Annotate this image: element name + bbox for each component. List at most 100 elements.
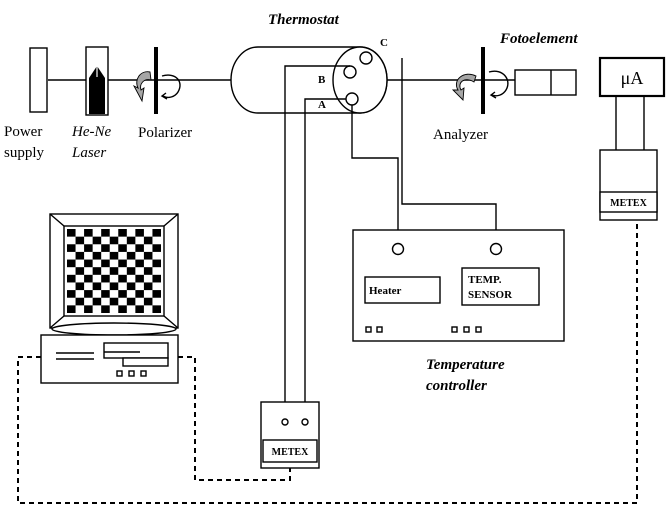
checker-square [126, 297, 136, 306]
checker-square [143, 236, 153, 245]
checker-square [109, 236, 119, 245]
temp-sensor-label-line1: TEMP. [468, 274, 502, 286]
wire-port-b [284, 65, 350, 422]
checker-square [118, 290, 127, 298]
thermostat-label: Thermostat [268, 12, 340, 28]
checker-square [75, 282, 85, 291]
checker-square [67, 274, 76, 283]
checker-square [67, 229, 76, 237]
checker-square [118, 244, 127, 252]
checker-square [75, 236, 85, 245]
checker-square [84, 305, 93, 313]
checker-square [67, 290, 76, 298]
analyzer-label: Analyzer [433, 127, 488, 143]
fotoelement-box [514, 69, 577, 96]
polarizer [132, 47, 181, 114]
temperature-controller-label-line1: Temperature [426, 357, 505, 373]
wire-port-a [304, 98, 346, 422]
checker-square [109, 251, 119, 260]
port-b-circle [343, 65, 357, 79]
checker-square [101, 274, 110, 283]
checker-square [135, 244, 144, 252]
checker-square [126, 282, 136, 291]
port-c-label: C [380, 37, 388, 49]
checker-square [152, 290, 161, 298]
power-supply-box [29, 47, 48, 113]
checker-square [126, 267, 136, 275]
checker-square [143, 267, 153, 275]
checker-square [143, 282, 153, 291]
checker-square [143, 251, 153, 260]
checker-square [84, 244, 93, 252]
microammeter-label: μA [621, 68, 644, 88]
checker-square [126, 251, 136, 260]
checker-square [101, 244, 110, 252]
port-a-label: A [318, 99, 326, 111]
polarizer-rotation-arrow-back [161, 74, 181, 99]
checker-square [152, 229, 161, 237]
checker-square [109, 267, 119, 275]
checker-square [92, 251, 102, 260]
laser-body [89, 66, 105, 114]
checker-square [92, 297, 102, 306]
checker-square [84, 259, 93, 268]
checker-square [84, 229, 93, 237]
port-a-circle [345, 92, 359, 106]
checker-square [118, 305, 127, 313]
monitor-checkerboard [67, 229, 161, 313]
heater-label: Heater [369, 285, 401, 297]
disk-drive [103, 342, 169, 359]
microammeter-box [598, 56, 666, 98]
analyzer [451, 47, 509, 114]
wire-temp-sensor [401, 58, 497, 244]
fotoelement-label: Fotoelement [499, 31, 578, 47]
metex-bottom [260, 401, 320, 469]
checker-square [118, 229, 127, 237]
checker-square [152, 274, 161, 283]
polarizer-rotation-arrow-front [132, 71, 152, 103]
temperature-controller [352, 229, 565, 342]
checker-square [152, 305, 161, 313]
temp-sensor-box [461, 267, 540, 306]
checker-square [152, 244, 161, 252]
metex-top-label-box [599, 191, 658, 213]
checker-square [135, 305, 144, 313]
polarizer-label: Polarizer [138, 125, 192, 141]
checker-square [118, 259, 127, 268]
checker-square [143, 297, 153, 306]
computer [40, 213, 179, 384]
thermostat [230, 46, 388, 114]
fotoelement [514, 69, 577, 96]
checker-square [92, 282, 102, 291]
checker-square [92, 236, 102, 245]
analyzer-rotation-arrow-front [451, 73, 477, 102]
checker-square [135, 259, 144, 268]
laser-label-line2: Laser [71, 145, 106, 161]
checker-square [118, 274, 127, 283]
checker-square [75, 251, 85, 260]
analyzer-rotation-arrow-back [488, 70, 509, 97]
checker-square [152, 259, 161, 268]
heater-box [364, 276, 441, 304]
temperature-controller-label-line2: controller [426, 378, 487, 394]
checker-square [101, 305, 110, 313]
laser-label-line1: He-Ne [71, 124, 111, 140]
sensor-terminal [489, 242, 503, 256]
checker-square [101, 229, 110, 237]
temp-sensor-label-line2: SENSOR [468, 289, 513, 301]
checker-square [135, 290, 144, 298]
laser [85, 46, 109, 116]
checker-square [75, 297, 85, 306]
power-supply-label-line1: Power [4, 124, 42, 140]
checker-square [135, 274, 144, 283]
checker-square [67, 259, 76, 268]
heater-terminal [391, 242, 405, 256]
port-c-circle [359, 51, 373, 65]
checker-square [75, 267, 85, 275]
checker-square [67, 244, 76, 252]
monitor-stand [51, 322, 177, 336]
checker-square [126, 236, 136, 245]
checker-square [135, 229, 144, 237]
checker-square [101, 290, 110, 298]
